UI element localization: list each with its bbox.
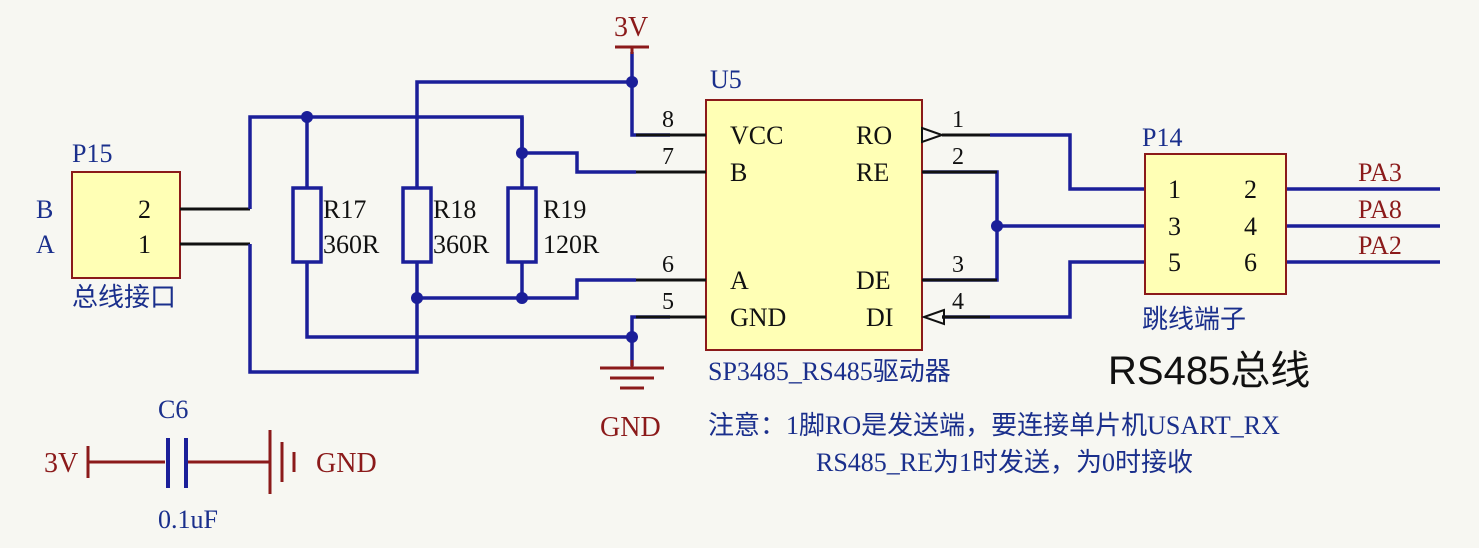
wire-r17-gnd	[305, 262, 632, 339]
ground-symbol: GND	[600, 360, 664, 443]
note-line-2: RS485_RE为1时发送，为0时接收	[816, 448, 1193, 477]
junction	[626, 76, 638, 88]
u5-pin4-num: 4	[952, 289, 964, 315]
junction	[301, 111, 313, 123]
junction	[516, 147, 528, 159]
p14-pin6: 6	[1244, 248, 1257, 277]
r18-value: 360R	[433, 230, 490, 259]
u5-pin5-name: GND	[730, 303, 786, 332]
c6-left-net: 3V	[44, 448, 78, 479]
net-label-pa2: PA2	[1358, 231, 1402, 260]
connector-p15: P15 总线接口 2 1 B A	[36, 139, 250, 312]
p15-body	[71, 171, 181, 279]
p14-desc: 跳线端子	[1142, 305, 1246, 334]
u5-pin7-num: 7	[662, 144, 674, 170]
wire-ro	[990, 133, 1145, 191]
u5-pin8-name: VCC	[730, 121, 783, 150]
u5-ref: U5	[710, 65, 742, 94]
p14-pin5: 5	[1168, 248, 1181, 277]
connector-p14: P14 跳线端子 1 3 5 2 4 6 PA3 PA8 PA2	[1142, 123, 1402, 334]
r18-body	[401, 186, 433, 264]
wire-gnd	[630, 315, 670, 366]
u5-desc: SP3485_RS485驱动器	[708, 357, 951, 386]
diagram-title: RS485总线	[1108, 349, 1310, 393]
p15-net-a: A	[36, 230, 55, 259]
wire-di	[942, 260, 1145, 319]
p15-ref: P15	[72, 139, 112, 168]
p14-pin3: 3	[1168, 212, 1181, 241]
c6-value: 0.1uF	[158, 505, 218, 534]
p15-net-b: B	[36, 195, 53, 224]
wire-r18-vcc	[415, 80, 632, 188]
u5-pin3-name: DE	[856, 266, 891, 295]
u5-pin4-name: DI	[866, 303, 893, 332]
r17-ref: R17	[323, 195, 366, 224]
junction	[626, 331, 638, 343]
r17-value: 360R	[323, 230, 380, 259]
capacitor-c6: 3V GND C6 0.1uF	[44, 395, 377, 534]
p14-pin4: 4	[1244, 212, 1257, 241]
u5-pin7-name: B	[730, 158, 747, 187]
junction	[411, 292, 423, 304]
u5-pin2-name: RE	[856, 158, 889, 187]
resistor-r17: R17 360R	[291, 186, 380, 264]
net-label-pa3: PA3	[1358, 158, 1402, 187]
note-line-1: 注意：1脚RO是发送端，要连接单片机USART_RX	[708, 411, 1280, 440]
u5-pin5-num: 5	[662, 289, 674, 315]
resistor-r18: R18 360R	[401, 186, 490, 264]
r17-body	[291, 186, 323, 264]
p14-body	[1144, 153, 1287, 295]
vcc-label: 3V	[614, 12, 648, 43]
u5-pin6-num: 6	[662, 252, 674, 278]
p14-pin1: 1	[1168, 175, 1181, 204]
c6-ref: C6	[158, 395, 188, 424]
gnd-label: GND	[600, 412, 661, 443]
u5-pin2-num: 2	[952, 144, 964, 170]
junction	[516, 292, 528, 304]
output-arrow-icon	[921, 126, 946, 144]
resistor-r19: R19 120R	[506, 186, 600, 264]
u5-pin6-name: A	[730, 266, 749, 295]
u5-pin1-num: 1	[952, 107, 964, 133]
p15-desc: 总线接口	[72, 283, 176, 312]
input-arrow-icon	[920, 308, 945, 326]
r19-value: 120R	[543, 230, 600, 259]
p14-ref: P14	[1142, 123, 1182, 152]
junctions	[301, 76, 1003, 343]
u5-pin3-num: 3	[952, 252, 964, 278]
p14-pin2: 2	[1244, 175, 1257, 204]
u5-pin1-name: RO	[856, 121, 892, 150]
p15-pin1: 1	[138, 230, 151, 259]
power-3v-symbol: 3V	[614, 12, 649, 54]
r19-ref: R19	[543, 195, 586, 224]
c6-right-net: GND	[316, 448, 377, 479]
u5-pin8-num: 8	[662, 107, 674, 133]
r18-ref: R18	[433, 195, 476, 224]
junction	[991, 220, 1003, 232]
p15-pin2: 2	[138, 195, 151, 224]
r19-body	[506, 186, 538, 264]
chip-u5: U5 SP3485_RS485驱动器 8 7 6 5 VCC B A GND 1…	[636, 65, 997, 386]
u5-body	[705, 99, 923, 351]
net-label-pa8: PA8	[1358, 195, 1402, 224]
